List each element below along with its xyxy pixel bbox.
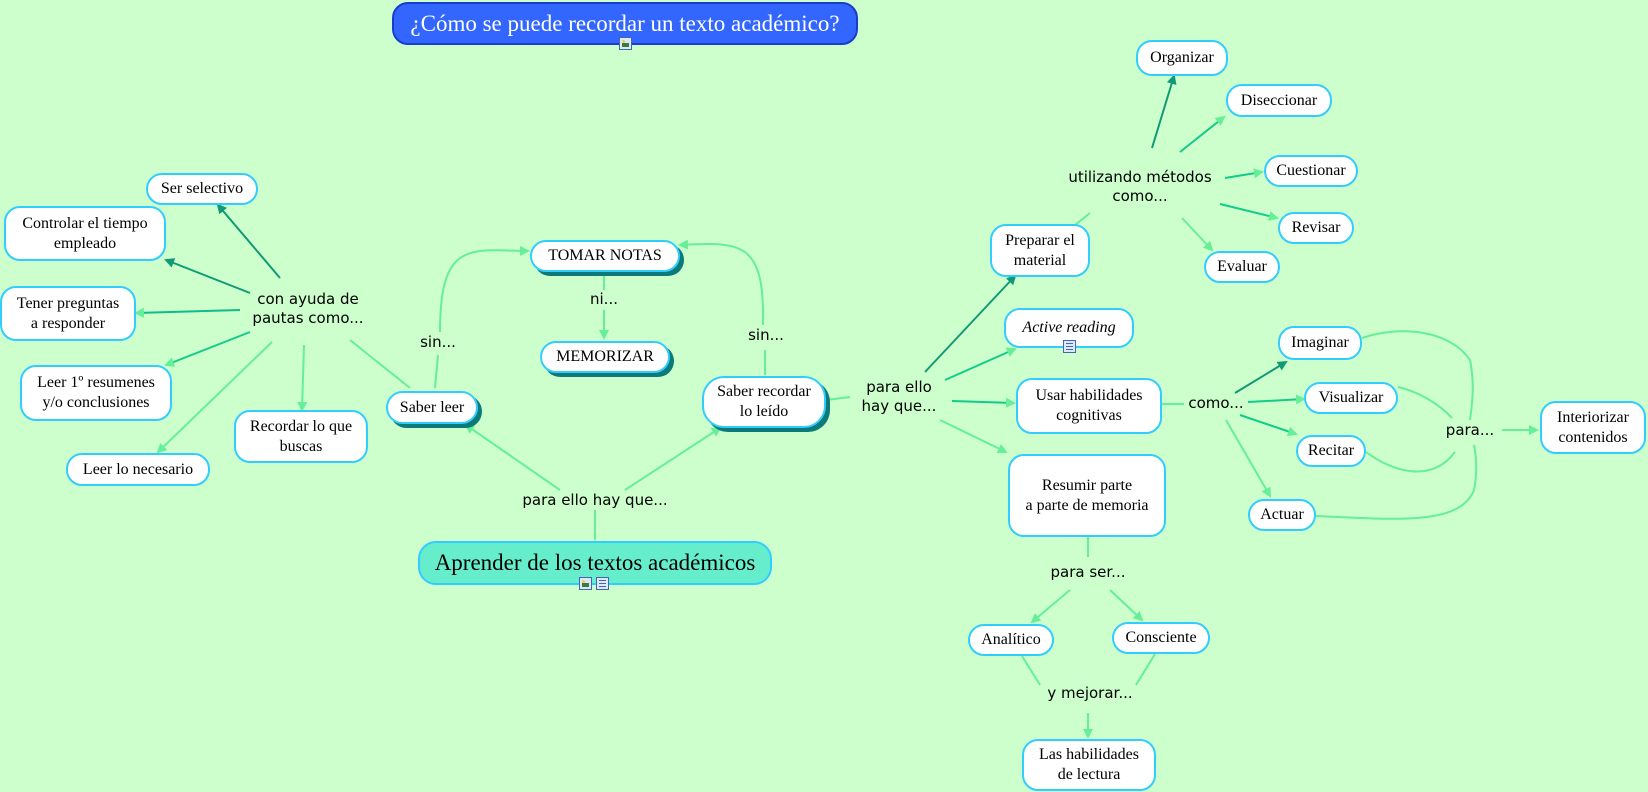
node-organizar[interactable]: Organizar	[1136, 40, 1228, 76]
image-icon[interactable]	[619, 37, 632, 50]
link-to-analitico	[1030, 589, 1071, 624]
link-to-diseccionar	[1179, 115, 1226, 153]
link-to-leer-necesario	[156, 341, 273, 454]
link-sin-tomar-notas	[439, 245, 530, 333]
node-tener-preguntas[interactable]: Tener preguntas a responder	[0, 286, 136, 341]
link-to-leer-resumenes	[164, 331, 251, 367]
node-leer-necesario[interactable]: Leer lo necesario	[66, 453, 210, 486]
link-to-active	[944, 347, 1017, 381]
node-imaginar[interactable]: Imaginar	[1278, 326, 1362, 360]
link-label-para-ser: para ser...	[1050, 563, 1126, 581]
link-preparar-utilizando	[1074, 212, 1091, 226]
node-usar-habilidades[interactable]: Usar habilidades cognitivas	[1016, 378, 1162, 434]
link-to-recitar	[1239, 414, 1298, 437]
node-recitar[interactable]: Recitar	[1296, 435, 1366, 467]
link-to-visualizar	[1247, 394, 1306, 405]
link-to-consciente	[1109, 589, 1144, 622]
link-label-para-ello-right: para ello hay que...	[861, 378, 937, 415]
link-saber-leer-sin	[434, 354, 439, 389]
link-to-actuar	[1225, 419, 1272, 498]
link-label-sin-left: sin...	[420, 333, 456, 351]
link-to-saber-leer	[464, 423, 561, 491]
link-recitar-para	[1365, 451, 1456, 473]
link-sin-tomar-notas-right	[678, 239, 765, 326]
link-visualizar-para	[1397, 386, 1453, 419]
link-to-imaginar	[1234, 360, 1288, 394]
node-saber-leer[interactable]: Saber leer	[386, 391, 478, 424]
link-label-con-ayuda: con ayuda de pautas como...	[252, 290, 364, 327]
link-to-controlar	[164, 258, 251, 294]
node-interiorizar[interactable]: Interiorizar contenidos	[1540, 401, 1646, 454]
node-resumir[interactable]: Resumir parte a parte de memoria	[1008, 454, 1166, 537]
link-consciente-ymejorar	[1135, 653, 1156, 686]
node-leer-resumenes[interactable]: Leer 1º resumenes y/o conclusiones	[20, 365, 172, 421]
node-preparar[interactable]: Preparar el material	[990, 224, 1090, 277]
document-icon[interactable]	[596, 577, 609, 590]
node-controlar[interactable]: Controlar el tiempo empleado	[4, 206, 166, 261]
link-label-y-mejorar: y mejorar...	[1047, 684, 1133, 702]
node-saber-recordar[interactable]: Saber recordar lo leído	[702, 376, 826, 428]
link-to-evaluar	[1181, 217, 1214, 252]
link-to-tener-preguntas	[134, 307, 241, 318]
link-to-saber-recordar	[624, 426, 722, 491]
node-ser-selectivo[interactable]: Ser selectivo	[146, 173, 258, 205]
link-label-utilizando: utilizando métodos como...	[1068, 168, 1212, 205]
node-habilidades-lectura[interactable]: Las habilidades de lectura	[1022, 739, 1156, 791]
link-to-resumir	[939, 419, 1008, 454]
node-memorizar[interactable]: MEMORIZAR	[540, 341, 670, 373]
link-recordar-paraello	[825, 396, 851, 401]
link-label-para-ello-main: para ello hay que...	[522, 491, 668, 509]
link-to-usar	[951, 397, 1016, 408]
link-label-ni: ni...	[590, 290, 618, 308]
node-analitico[interactable]: Analítico	[968, 624, 1054, 656]
link-to-preparar	[924, 274, 1017, 373]
image-icon[interactable]	[579, 577, 592, 590]
link-to-organizar	[1151, 74, 1177, 149]
link-to-recordar-buscas	[297, 344, 308, 412]
link-to-ser-selectivo	[216, 203, 281, 279]
node-tomar-notas[interactable]: TOMAR NOTAS	[530, 240, 680, 272]
link-saber-leer-conayuda	[349, 339, 411, 389]
link-label-sin-right: sin...	[748, 326, 784, 344]
node-cuestionar[interactable]: Cuestionar	[1264, 155, 1358, 187]
node-revisar[interactable]: Revisar	[1278, 212, 1354, 244]
link-label-para: para...	[1445, 421, 1495, 439]
link-to-cuestionar	[1224, 168, 1264, 179]
link-analitico-ymejorar	[1021, 655, 1041, 686]
link-label-como: como...	[1188, 394, 1244, 412]
node-visualizar[interactable]: Visualizar	[1304, 382, 1398, 414]
main-concept[interactable]: Aprender de los textos académicos	[418, 541, 772, 585]
link-imaginar-para	[1361, 330, 1474, 421]
node-diseccionar[interactable]: Diseccionar	[1226, 84, 1332, 117]
document-icon[interactable]	[1063, 340, 1076, 353]
node-actuar[interactable]: Actuar	[1248, 499, 1316, 531]
node-evaluar[interactable]: Evaluar	[1204, 251, 1280, 283]
link-to-revisar	[1219, 203, 1279, 221]
node-consciente[interactable]: Consciente	[1112, 622, 1210, 654]
node-recordar-buscas[interactable]: Recordar lo que buscas	[234, 410, 368, 463]
link-actuar-para	[1315, 444, 1478, 520]
